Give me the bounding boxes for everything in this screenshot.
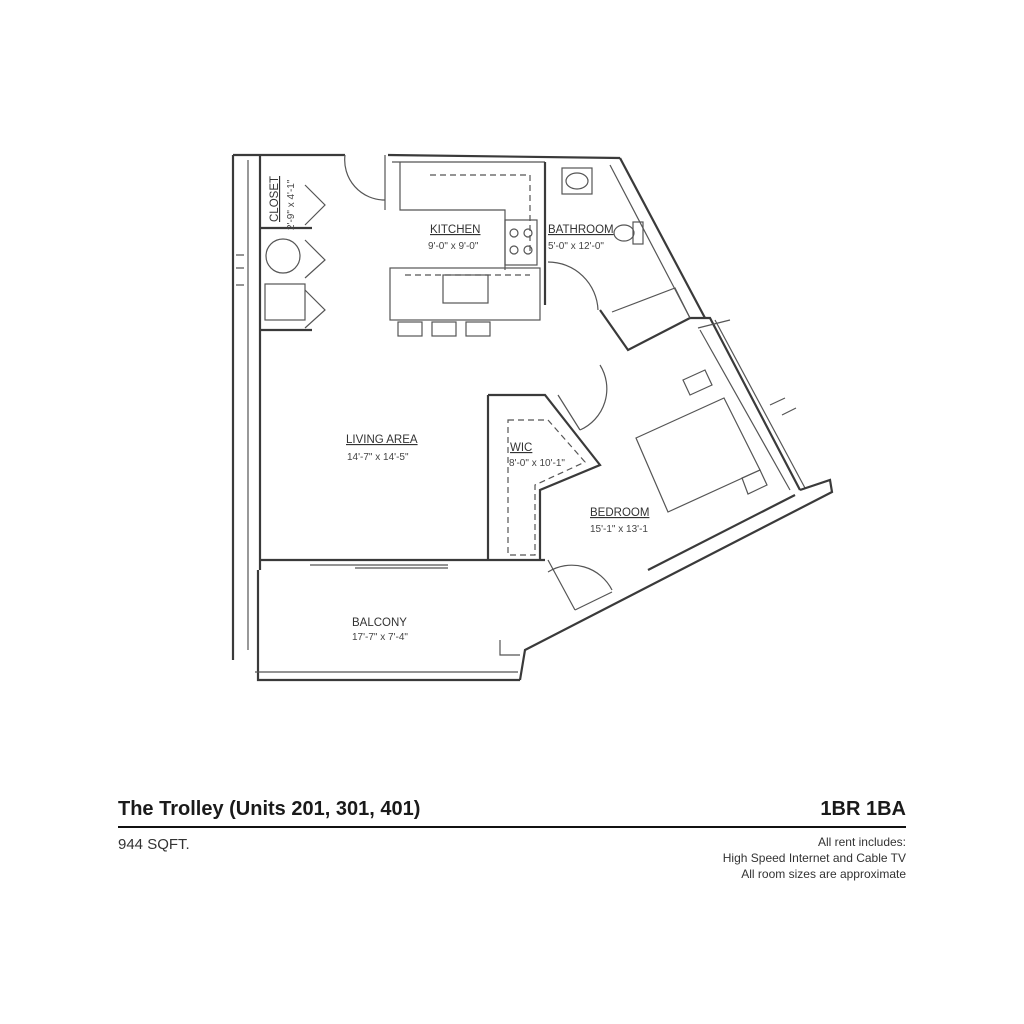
- square-footage: 944 SQFT.: [118, 836, 190, 853]
- closet-size: 2'-9" x 4'-1": [286, 179, 297, 230]
- kitchen-size: 9'-0" x 9'-0": [428, 241, 479, 252]
- rent-notes: All rent includes: High Speed Internet a…: [723, 834, 906, 882]
- living-area-size: 14'-7" x 14'-5": [347, 452, 409, 463]
- interior-walls: [236, 154, 797, 611]
- bedroom-size: 15'-1" x 13'-1: [590, 524, 648, 535]
- balcony-size: 17'-7" x 7'-4": [352, 632, 408, 643]
- unit-type: 1BR 1BA: [820, 798, 906, 820]
- bedroom-label: BEDROOM: [590, 507, 649, 519]
- note-line: All room sizes are approximate: [741, 867, 906, 881]
- living-area-label: LIVING AREA: [346, 434, 418, 446]
- room-labels: CLOSET 2'-9" x 4'-1" KITCHEN 9'-0" x 9'-…: [269, 176, 649, 643]
- closet-label: CLOSET: [269, 176, 281, 222]
- bathroom-size: 5'-0" x 12'-0": [548, 241, 604, 252]
- wic-size: 8'-0" x 10'-1": [509, 458, 565, 469]
- wic-label: WIC: [510, 442, 532, 454]
- bathroom-label: BATHROOM: [548, 224, 614, 236]
- note-line: High Speed Internet and Cable TV: [722, 851, 906, 865]
- kitchen-label: KITCHEN: [430, 224, 480, 236]
- note-line: All rent includes:: [817, 835, 906, 849]
- floor-plan-title: The Trolley (Units 201, 301, 401): [118, 798, 421, 820]
- exterior-walls: [231, 153, 834, 682]
- divider: [118, 826, 906, 828]
- balcony-label: BALCONY: [352, 617, 407, 629]
